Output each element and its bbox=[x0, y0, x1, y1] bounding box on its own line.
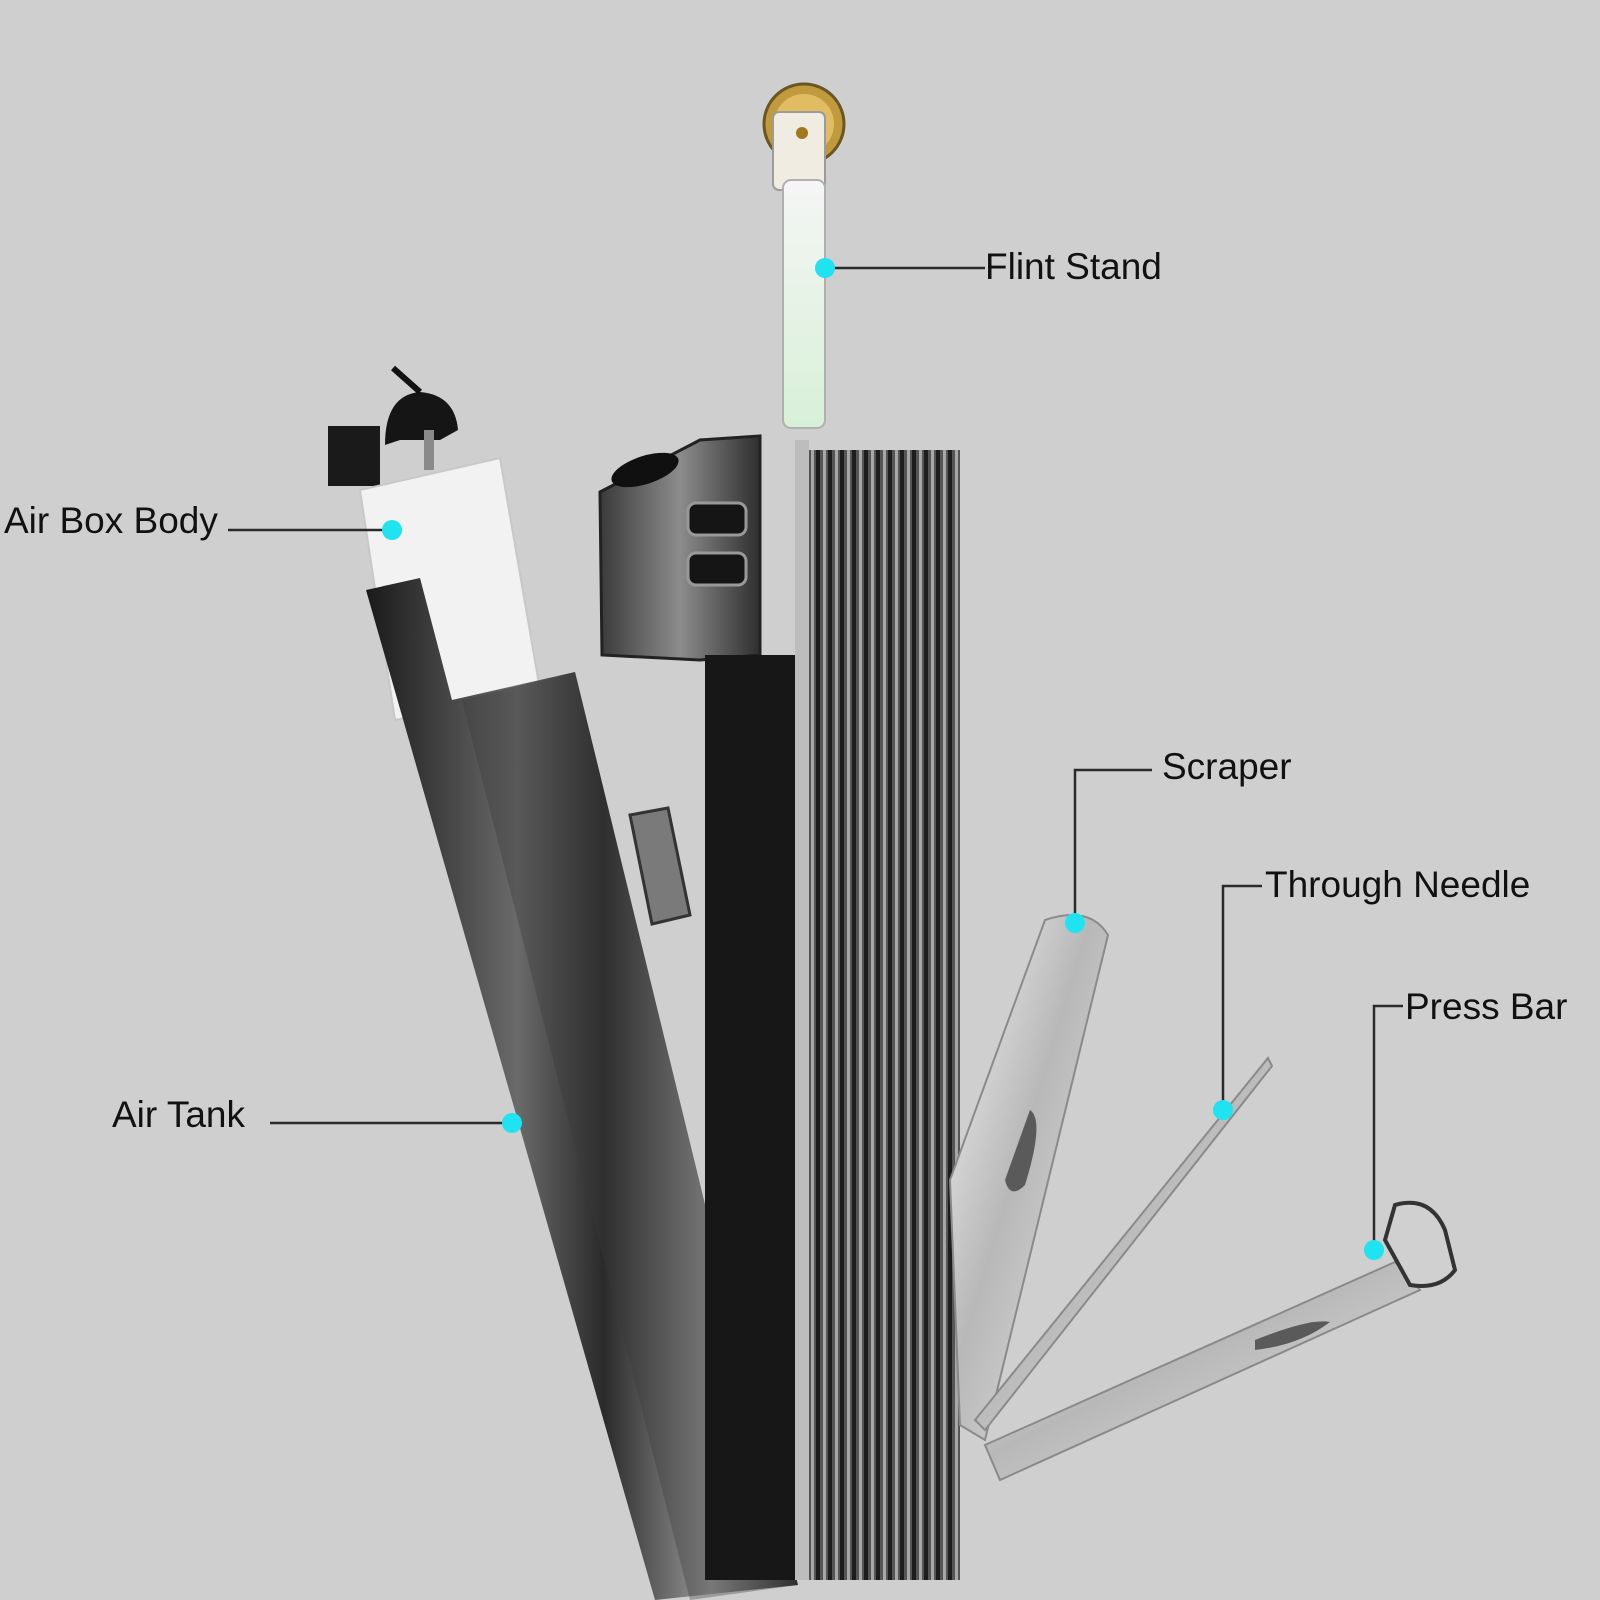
label-air-box-body: Air Box Body bbox=[4, 500, 218, 541]
label-scraper: Scraper bbox=[1162, 746, 1292, 787]
press-bar-part bbox=[983, 1200, 1458, 1482]
markers bbox=[382, 258, 1384, 1260]
label-through-needle: Through Needle bbox=[1265, 864, 1531, 905]
marker-through-needle bbox=[1213, 1100, 1233, 1120]
leader-through-needle bbox=[1221, 884, 1262, 1110]
leader-press-bar bbox=[1372, 1004, 1403, 1250]
through-needle-part bbox=[973, 1056, 1274, 1432]
flint-stand-part bbox=[762, 82, 846, 429]
scraper-part bbox=[948, 914, 1110, 1442]
leader-scraper bbox=[1073, 768, 1152, 925]
marker-air-box-body bbox=[382, 520, 402, 540]
marker-flint-stand bbox=[815, 258, 835, 278]
marker-scraper bbox=[1065, 913, 1085, 933]
label-air-tank: Air Tank bbox=[112, 1094, 245, 1135]
leader-lines bbox=[228, 266, 1403, 1250]
label-flint-stand: Flint Stand bbox=[985, 246, 1162, 287]
marker-air-tank bbox=[502, 1113, 522, 1133]
label-press-bar: Press Bar bbox=[1405, 986, 1568, 1027]
marker-press-bar bbox=[1364, 1240, 1384, 1260]
lighter-shell-part bbox=[598, 434, 960, 1580]
